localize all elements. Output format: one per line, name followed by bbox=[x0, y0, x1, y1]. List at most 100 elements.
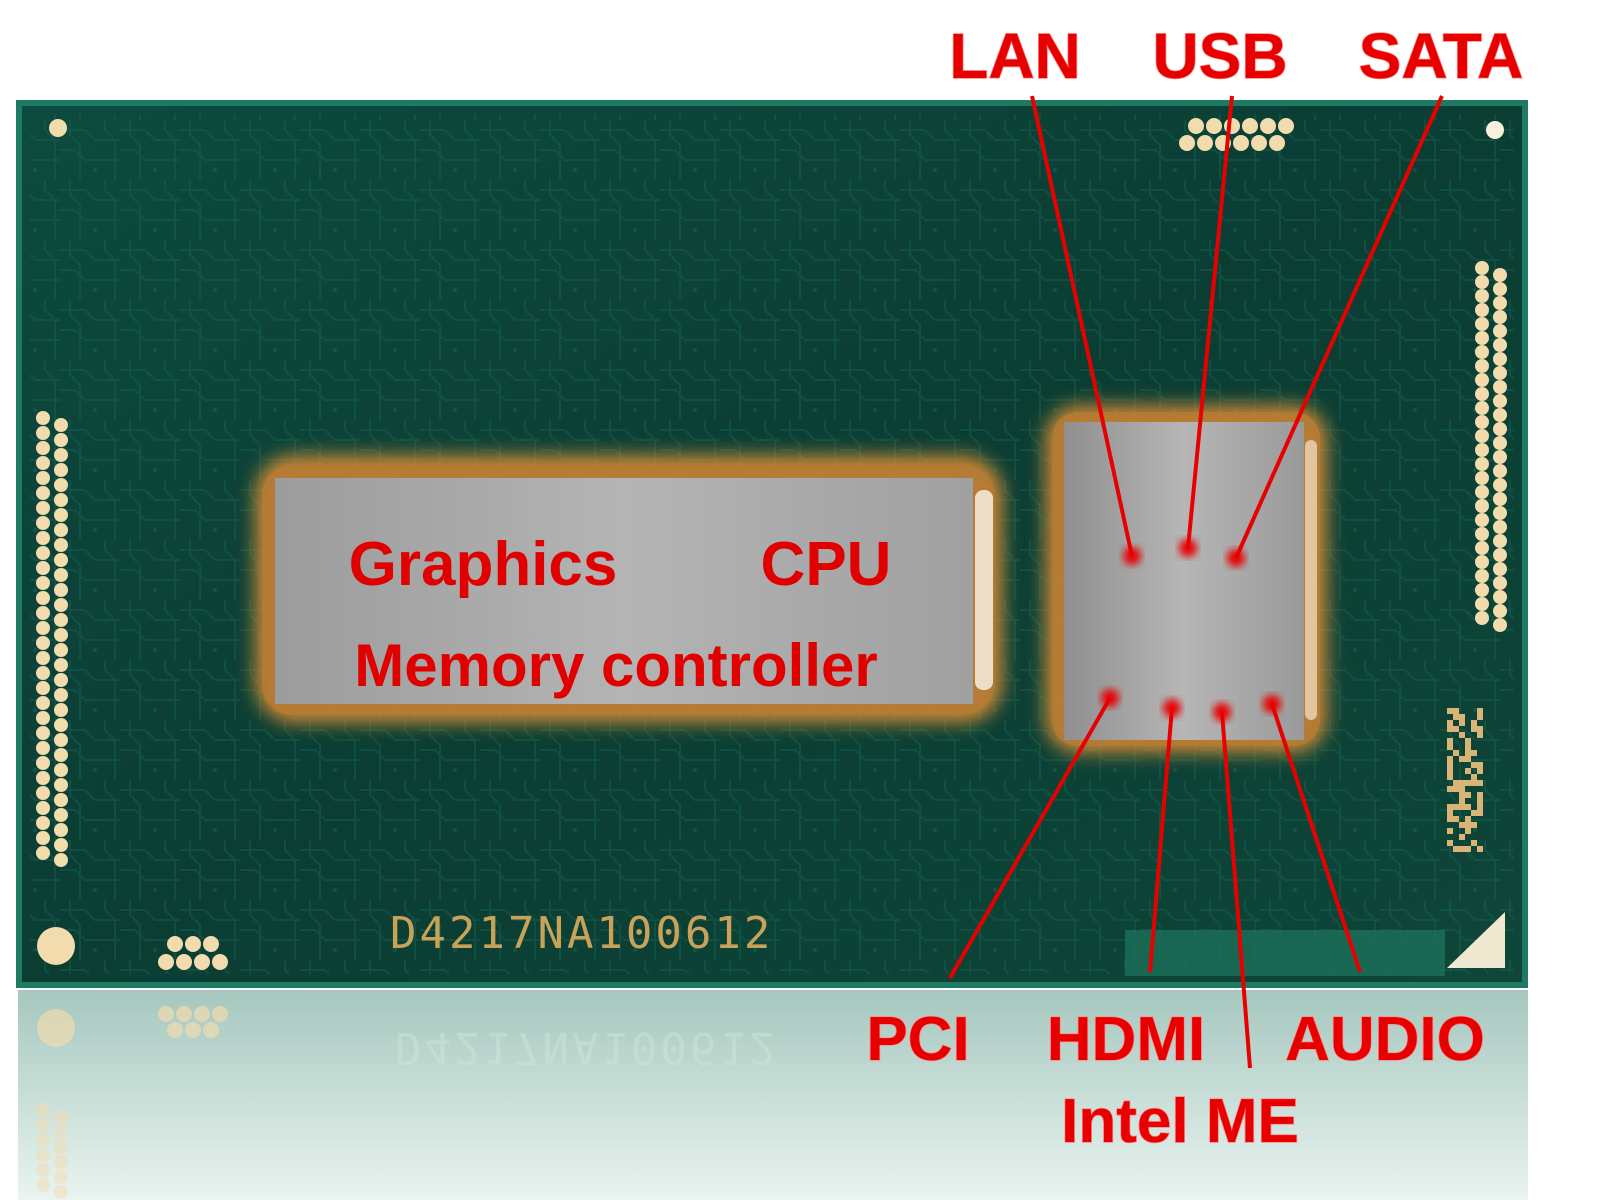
contact-pad bbox=[36, 666, 50, 680]
contact-pad bbox=[54, 643, 68, 657]
contact-pad bbox=[36, 606, 50, 620]
contact-pad bbox=[1233, 135, 1249, 151]
contact-pad bbox=[1493, 338, 1507, 352]
contact-pad bbox=[1493, 450, 1507, 464]
contact-pad bbox=[36, 771, 50, 785]
matrix-cell bbox=[1477, 714, 1483, 720]
contact-pad bbox=[1242, 118, 1258, 134]
connector-dot bbox=[1263, 695, 1281, 713]
contact-pad bbox=[36, 786, 50, 800]
contact-pad bbox=[1493, 296, 1507, 310]
contact-pad bbox=[1475, 415, 1489, 429]
reflected-pad bbox=[54, 1140, 68, 1154]
contact-pad bbox=[1188, 118, 1204, 134]
matrix-cell bbox=[1465, 846, 1471, 852]
matrix-cell bbox=[1471, 762, 1477, 768]
contact-pad bbox=[1475, 401, 1489, 415]
contact-pad bbox=[36, 816, 50, 830]
contact-pad bbox=[1493, 394, 1507, 408]
contact-pad bbox=[54, 463, 68, 477]
contact-pad bbox=[1475, 345, 1489, 359]
contact-pad bbox=[1493, 366, 1507, 380]
contact-pad bbox=[1493, 562, 1507, 576]
contact-pad bbox=[1475, 261, 1489, 275]
matrix-cell bbox=[1459, 846, 1465, 852]
matrix-cell bbox=[1477, 708, 1483, 714]
contact-pad bbox=[36, 441, 50, 455]
reflected-pad bbox=[36, 1163, 50, 1177]
corner-dot bbox=[1486, 121, 1504, 139]
contact-pad bbox=[1493, 548, 1507, 562]
contact-pad bbox=[1475, 471, 1489, 485]
contact-pad bbox=[54, 838, 68, 852]
contact-pad bbox=[36, 591, 50, 605]
contact-pad bbox=[54, 763, 68, 777]
matrix-cell bbox=[1447, 786, 1453, 792]
matrix-cell bbox=[1447, 726, 1453, 732]
contact-pad bbox=[54, 793, 68, 807]
die-label-memory-controller: Memory controller bbox=[354, 632, 877, 699]
contact-pad bbox=[36, 501, 50, 515]
contact-pad bbox=[54, 613, 68, 627]
matrix-cell bbox=[1477, 726, 1483, 732]
contact-pad bbox=[36, 636, 50, 650]
pch-die bbox=[1045, 405, 1327, 753]
contact-pad bbox=[54, 673, 68, 687]
contact-pad bbox=[36, 681, 50, 695]
label-sata: SATA bbox=[1359, 20, 1524, 92]
reflected-pad bbox=[212, 1006, 228, 1022]
contact-pad bbox=[1475, 331, 1489, 345]
reflected-pad bbox=[54, 1125, 68, 1139]
matrix-cell bbox=[1459, 714, 1465, 720]
label-pci: PCI bbox=[866, 1005, 969, 1074]
contact-pad bbox=[54, 478, 68, 492]
contact-pad bbox=[36, 801, 50, 815]
reflected-pad bbox=[54, 1110, 68, 1124]
contact-pad bbox=[1475, 583, 1489, 597]
contact-pad bbox=[1493, 422, 1507, 436]
matrix-cell bbox=[1477, 804, 1483, 810]
matrix-cell bbox=[1459, 822, 1465, 828]
chip-marking: D4217NA100612 bbox=[390, 908, 773, 959]
contact-pad bbox=[1475, 289, 1489, 303]
matrix-cell bbox=[1477, 762, 1483, 768]
marking-reflection: D4217NA100612 bbox=[395, 1022, 778, 1073]
matrix-cell bbox=[1471, 774, 1477, 780]
contact-pad bbox=[1269, 135, 1285, 151]
reflected-pad bbox=[167, 1022, 183, 1038]
connector-dot bbox=[1123, 547, 1141, 565]
matrix-cell bbox=[1447, 738, 1453, 744]
matrix-cell bbox=[1465, 828, 1471, 834]
label-intel-me: Intel ME bbox=[1061, 1087, 1299, 1156]
matrix-cell bbox=[1471, 780, 1477, 786]
contact-pad bbox=[36, 651, 50, 665]
contact-pad bbox=[54, 508, 68, 522]
connector-line bbox=[1220, 711, 1252, 1069]
matrix-cell bbox=[1471, 726, 1477, 732]
data-matrix-code bbox=[1447, 708, 1483, 852]
contact-pad bbox=[36, 426, 50, 440]
contact-pad bbox=[1179, 135, 1195, 151]
die-label-graphics: Graphics bbox=[349, 530, 618, 599]
connector-dot bbox=[1227, 549, 1245, 567]
contact-pad bbox=[36, 561, 50, 575]
matrix-cell bbox=[1477, 732, 1483, 738]
contact-pad bbox=[54, 658, 68, 672]
reflected-pad bbox=[36, 1148, 50, 1162]
matrix-cell bbox=[1447, 768, 1453, 774]
matrix-cell bbox=[1453, 726, 1459, 732]
contact-pad bbox=[36, 711, 50, 725]
contact-pad bbox=[1493, 282, 1507, 296]
contact-pad bbox=[1475, 597, 1489, 611]
contact-pad bbox=[1475, 275, 1489, 289]
contact-pad bbox=[54, 778, 68, 792]
reflected-pad bbox=[36, 1118, 50, 1132]
contact-pad bbox=[1475, 303, 1489, 317]
matrix-cell bbox=[1447, 774, 1453, 780]
contact-pad bbox=[36, 621, 50, 635]
matrix-cell bbox=[1477, 798, 1483, 804]
reflected-pad bbox=[54, 1185, 68, 1199]
matrix-cell bbox=[1471, 750, 1477, 756]
contact-pad bbox=[203, 936, 219, 952]
